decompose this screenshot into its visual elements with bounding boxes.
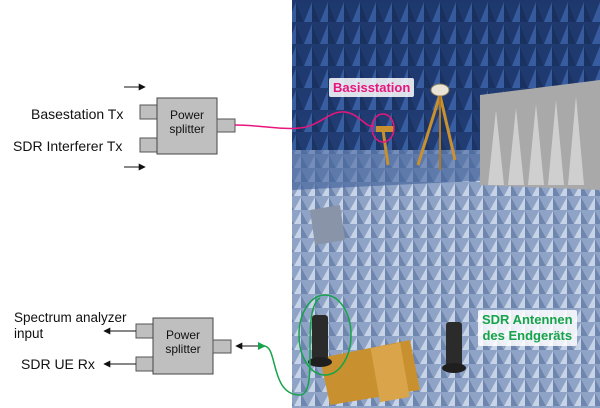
rx-port-2 [135,356,154,372]
ue-antenna-highlight [298,294,352,376]
sdr-antennen-label: SDR Antennen des Endgeräts [478,310,577,346]
tx-cable [234,111,375,130]
ue-antenna-mount [308,315,466,405]
rx-port-1 [135,323,154,339]
tx-port-2 [139,137,158,153]
basisstation-label: Basisstation [329,78,415,97]
tx-output-port [216,118,236,133]
tx-block [124,83,375,171]
tx-port-1 [139,104,158,120]
tx-splitter-label: Power splitter [169,108,205,136]
rx-block [103,297,321,396]
rx-power-splitter [152,317,214,375]
rx-input-port [212,339,232,354]
output-spectrum-analyzer: Spectrum analyzer input [14,310,127,341]
input-sdr-interferer-tx: SDR Interferer Tx [13,138,123,154]
basestation-tripod [376,83,457,170]
rx-connector-icon [258,342,266,350]
input-basestation-tx: Basestation Tx [31,106,124,122]
rx-splitter-label: Power splitter [165,328,201,356]
basisstation-highlight [371,113,395,143]
tx-power-splitter [156,97,218,155]
output-sdr-ue-rx: SDR UE Rx [21,356,95,372]
rx-cable [263,297,321,396]
chamber-photo [292,0,600,408]
